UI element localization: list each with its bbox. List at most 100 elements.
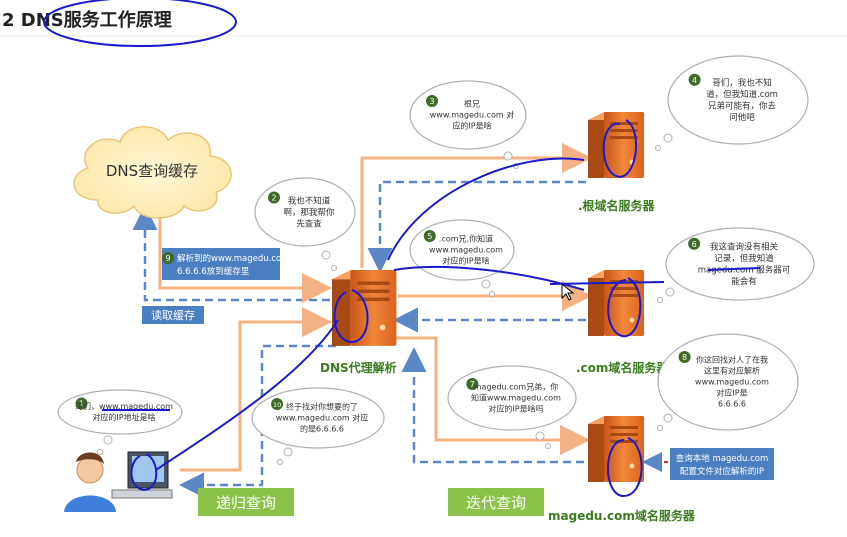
bubble-tail [321,250,331,260]
bubble-tail [663,413,673,423]
bubble-text-line: 哥们，我也不知 [712,78,772,89]
ink-circle-computer [130,453,158,492]
step-number-badge [271,398,284,410]
ink-annotations [43,0,761,498]
bubble-text-line: 终于找对你想要的了 [286,402,358,412]
bubble-body [409,80,527,150]
step-number-badge [268,191,280,204]
root-server-label: .根域名服务器 [578,198,656,213]
step-number-badge [423,230,436,242]
note-9-line-2: 6.6.6.6放到缓存里 [177,266,250,277]
bubble-text-line: 知道www.magedu.com [471,393,561,403]
bubble-tail [655,145,661,151]
magedu-server-label: magedu.com域名服务器 [548,508,696,523]
bubble-text-line: 6.6.6.6 [718,400,746,409]
local-config-note: 查询本地 magedu.com 配置文件对应解析的IP [670,448,774,480]
note-9-line-1: 解析到的www.magedu.com [177,253,290,264]
arrow-proxy-to-cache [132,205,330,302]
bubble-tail [657,425,663,431]
ink-circle-root [602,119,638,178]
bubble-text-line: .com兄,你知道 [439,234,493,244]
bubble-tail [97,449,103,455]
step-number: 3 [429,97,434,106]
bubble-tail [481,279,491,289]
bubble-tail [665,287,675,297]
bubble-body [665,227,815,301]
bubble-text-line: magedu.com兄弟，你 [474,382,558,392]
step-number-badge [678,351,691,363]
recursive-query-label-box: 递归查询 [198,488,294,516]
bubble-text-line: 对应的IP是啥吗 [488,404,543,414]
bubble-tail [331,265,337,271]
dns-cache-cloud: DNS查询缓存 [73,126,232,219]
arrow-magedu-to-proxy [401,347,584,464]
bubble-text-line: 的是6.6.6.6 [300,424,344,434]
step-number: 2 [271,194,276,203]
bubble-body [254,177,356,247]
iterative-query-label: 迭代查询 [466,494,526,512]
bubble-body [667,55,809,145]
bubble-text-line: magedu.com 服务器可 [698,265,791,276]
bubble-text-line: 啊，那我帮你 [283,207,335,218]
bubble-text-line: www.magedu.com [429,246,503,255]
step-number: 8 [682,353,687,362]
mouse-cursor-icon [561,282,575,301]
bubble-text-line: www.magedu.com 对 [430,110,514,120]
read-cache-label: 读取缓存 [151,308,195,322]
arrow-root-to-proxy [367,180,586,273]
bubble-tail [283,447,293,457]
svg-text:9: 9 [165,254,170,263]
arrow-proxy-to-magedu [392,336,590,455]
bubble-text-line: www.magedu.com 对应 [276,413,368,423]
bubble-text-line: 你这回找对人了在我 [696,355,768,365]
bubble-text-line: 能会有 [731,276,757,287]
step-number: 1 [79,400,84,409]
bubble-text-line: 对应的IP是啥 [442,256,489,266]
server-icon [588,416,644,482]
dns-cache-label: DNS查询缓存 [106,162,198,180]
step-number: 7 [470,380,475,389]
magedu-server[interactable] [588,416,644,482]
bubble-tail [489,291,495,297]
ink-circle-magedu [607,437,643,498]
ink-circle-title [43,0,237,47]
ink-circle-com [607,277,642,338]
bubble-text-line: 这里有对应解析 [704,366,760,376]
bubble-text-line: 记录，但我知道 [714,253,774,264]
bubble-text-line: 我这查询没有相关 [710,242,779,253]
local-config-line-1: 查询本地 magedu.com [676,453,768,464]
computer-icon [111,451,173,499]
bubble-tail [503,151,513,161]
read-cache-label-box: 读取缓存 [142,306,204,324]
bubble-body [447,365,577,431]
bubble-tail [545,443,551,449]
ink-circle-proxy [333,289,369,344]
ink-line-com-label [549,281,665,285]
bubble-body [57,389,183,435]
bubble-tail [535,431,545,441]
bubble-text-line: 应的IP是啥 [452,121,491,131]
ink-line-client-to-proxy [155,319,339,471]
note-9: 9 解析到的www.magedu.com 6.6.6.6放到缓存里 [162,248,290,280]
step-number: 10 [273,401,281,409]
bubble-body [657,333,799,431]
step-number-badge [426,95,439,107]
user-icon [64,452,116,512]
bubble-text-line: 道，但我知道.com [706,89,778,100]
bubble-tail [657,297,663,303]
client[interactable] [64,451,173,512]
step-number-badge [75,397,88,410]
bubble-body [409,219,515,281]
bubble-tail [103,435,113,445]
bubble-text-line: 对应IP是 [716,388,747,398]
recursive-query-label: 递归查询 [216,494,276,512]
bubble-text-line: 哥们，www.magedu.com [75,401,173,411]
